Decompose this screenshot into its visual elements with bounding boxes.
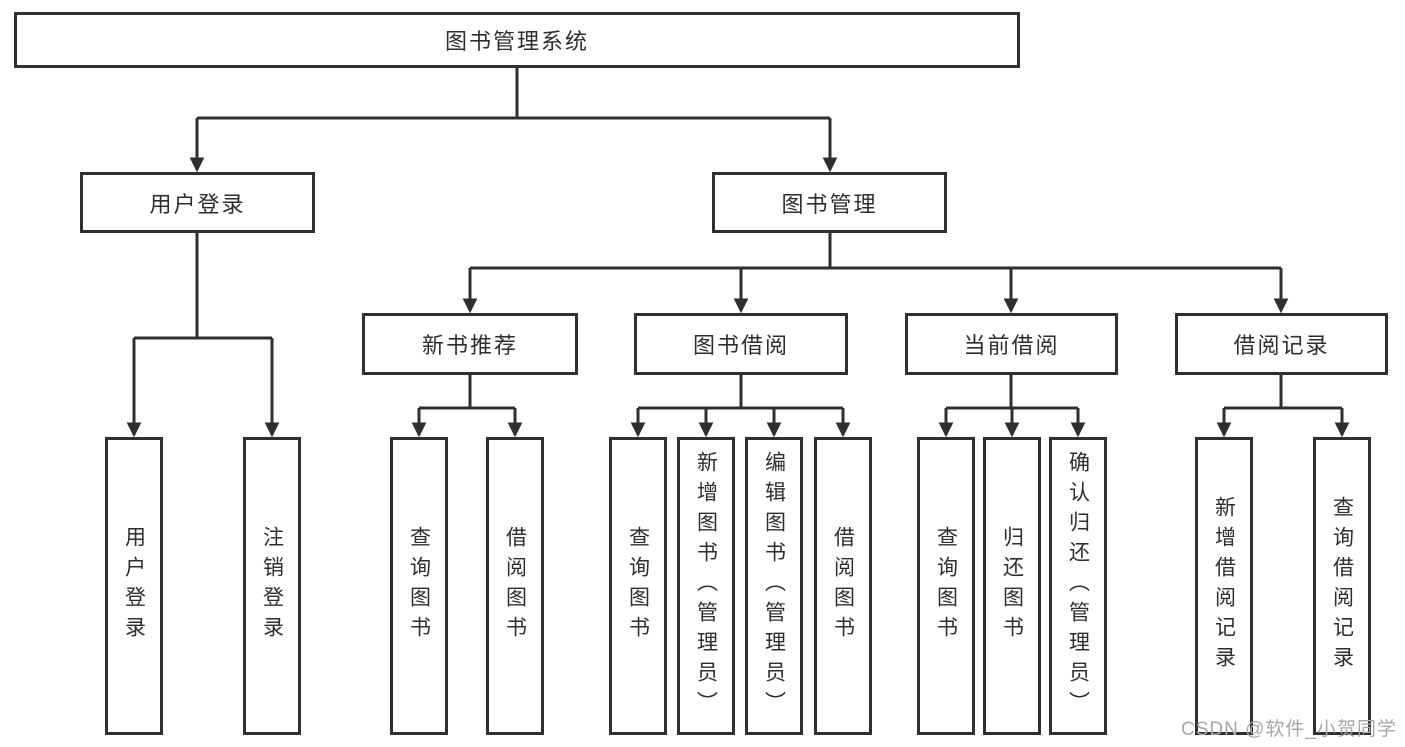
leaf-query-books-current-label: 查询图书 (934, 526, 958, 646)
node-borrow-records-label: 借阅记录 (1233, 333, 1330, 358)
node-book-borrowing: 图书借阅 (634, 313, 848, 375)
node-borrow-records: 借阅记录 (1175, 313, 1388, 375)
node-current-borrowing: 当前借阅 (905, 313, 1118, 375)
node-root: 图书管理系统 (14, 12, 1020, 68)
leaf-return-books-label: 归还图书 (1000, 526, 1024, 646)
leaf-borrow-books-recommend-label: 借阅图书 (503, 526, 527, 646)
leaf-edit-books-admin-label: 编辑图书（管理员） (762, 451, 786, 721)
leaf-add-borrow-record: 新增借阅记录 (1195, 437, 1253, 735)
leaf-borrow-books-label: 借阅图书 (831, 526, 855, 646)
leaf-logout-label: 注销登录 (260, 526, 284, 646)
leaf-query-books-current: 查询图书 (917, 437, 975, 735)
node-user-login: 用户登录 (80, 172, 315, 233)
leaf-return-books: 归还图书 (983, 437, 1041, 735)
leaf-borrow-books-recommend: 借阅图书 (486, 437, 544, 735)
leaf-user-login-label: 用户登录 (122, 526, 146, 646)
leaf-add-borrow-record-label: 新增借阅记录 (1212, 496, 1236, 676)
leaf-add-books-admin: 新增图书（管理员） (677, 437, 735, 735)
leaf-query-books-borrow: 查询图书 (609, 437, 667, 735)
csdn-watermark: CSDN @软件_小贺同学 (1181, 719, 1397, 740)
node-root-label: 图书管理系统 (444, 29, 589, 54)
node-new-book-recommend-label: 新书推荐 (421, 333, 518, 358)
leaf-edit-books-admin: 编辑图书（管理员） (745, 437, 803, 735)
leaf-user-login: 用户登录 (105, 437, 163, 735)
leaf-query-books-recommend: 查询图书 (390, 437, 448, 735)
node-new-book-recommend: 新书推荐 (362, 313, 578, 375)
leaf-confirm-return-admin: 确认归还（管理员） (1049, 437, 1107, 735)
node-book-borrowing-label: 图书借阅 (692, 333, 789, 358)
leaf-add-books-admin-label: 新增图书（管理员） (694, 451, 718, 721)
node-book-management: 图书管理 (712, 172, 947, 233)
node-book-management-label: 图书管理 (781, 191, 878, 217)
leaf-logout: 注销登录 (243, 437, 301, 735)
node-user-login-label: 用户登录 (149, 191, 246, 217)
leaf-confirm-return-admin-label: 确认归还（管理员） (1066, 451, 1090, 721)
leaf-query-books-recommend-label: 查询图书 (407, 526, 431, 646)
leaf-borrow-books: 借阅图书 (814, 437, 872, 735)
leaf-query-books-borrow-label: 查询图书 (626, 526, 650, 646)
leaf-query-borrow-record: 查询借阅记录 (1313, 437, 1371, 735)
leaf-query-borrow-record-label: 查询借阅记录 (1330, 496, 1354, 676)
node-current-borrowing-label: 当前借阅 (963, 333, 1060, 358)
